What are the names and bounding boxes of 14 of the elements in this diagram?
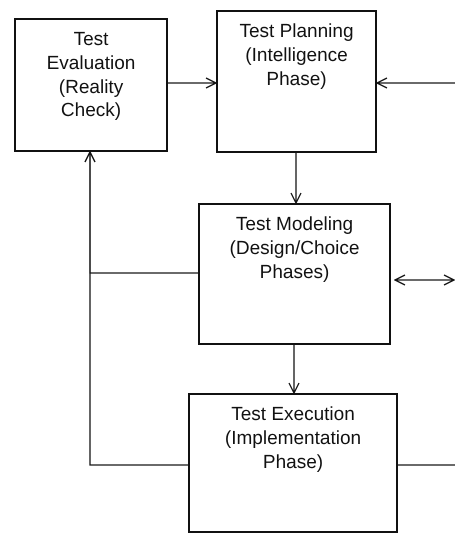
arrow xyxy=(168,77,217,89)
box-label: Test Evaluation (Reality Check) xyxy=(46,28,136,123)
arrow xyxy=(376,77,455,89)
arrow xyxy=(84,151,188,466)
arrow xyxy=(394,274,455,286)
process-box xyxy=(216,10,377,153)
process-box xyxy=(198,203,391,345)
box-label: Test Modeling (Design/Choice Phases) xyxy=(228,213,360,284)
process-box xyxy=(14,18,168,152)
process-box xyxy=(188,393,398,533)
arrow xyxy=(290,153,302,204)
box-label: Test Planning (Intelligence Phase) xyxy=(238,20,355,92)
box-label: Test Execution (Implementation Phase) xyxy=(224,403,362,474)
arrow xyxy=(288,345,300,394)
